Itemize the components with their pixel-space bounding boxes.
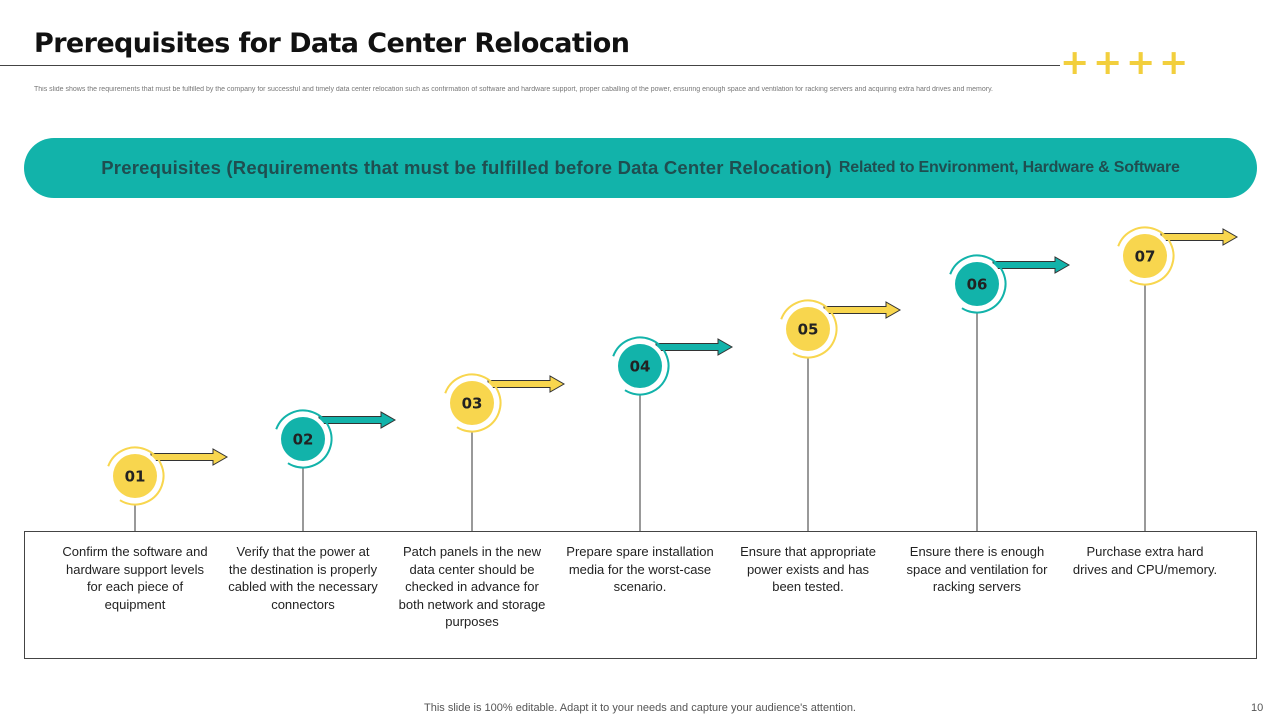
plus-icon: +: [1159, 43, 1189, 83]
prerequisites-banner: Prerequisites (Requirements that must be…: [24, 138, 1257, 198]
step-number: 04: [630, 358, 651, 376]
arrow-icon: [487, 375, 566, 393]
banner-main-text: Prerequisites (Requirements that must be…: [101, 157, 832, 178]
slide-title: Prerequisites for Data Center Relocation: [34, 28, 630, 59]
slide-description: This slide shows the requirements that m…: [34, 86, 993, 93]
step-ring: [778, 299, 838, 359]
arrow-icon: [823, 301, 902, 319]
step-circle: [450, 381, 494, 425]
step-circle: [955, 262, 999, 306]
step-description: Purchase extra hard drives and CPU/memor…: [1072, 544, 1218, 577]
step-description: Prepare spare installation media for the…: [566, 544, 714, 595]
step-circle: [786, 307, 830, 351]
step-circle: [281, 417, 325, 461]
step-ring: [1115, 226, 1175, 286]
arrow-icon: [1160, 228, 1239, 246]
step-description: Patch panels in the new data center shou…: [398, 544, 546, 630]
step-number: 05: [798, 321, 819, 339]
step-ring: [442, 373, 502, 433]
step-ring: [947, 254, 1007, 314]
arrow-icon: [318, 411, 397, 429]
step-number: 07: [1135, 248, 1156, 266]
step-number: 06: [967, 276, 988, 294]
steps-text-box: [24, 531, 1257, 659]
arrow-icon: [655, 338, 734, 356]
title-underline: [0, 65, 1060, 66]
step-ring: [610, 336, 670, 396]
step-description: Ensure there is enough space and ventila…: [906, 544, 1048, 595]
plus-decoration: + + + +: [1060, 43, 1189, 83]
step-circle: [1123, 234, 1167, 278]
arrow-icon: [150, 448, 229, 466]
step-description: Ensure that appropriate power exists and…: [740, 544, 876, 595]
step-description: Confirm the software and hardware suppor…: [62, 544, 208, 612]
plus-icon: +: [1060, 43, 1090, 83]
step-number: 01: [125, 468, 146, 486]
footer-note: This slide is 100% editable. Adapt it to…: [424, 702, 856, 714]
step-number: 02: [293, 431, 314, 449]
plus-icon: +: [1093, 43, 1123, 83]
step-ring: [105, 446, 165, 506]
step-ring: [273, 409, 333, 469]
banner-sub-text: Related to Environment, Hardware & Softw…: [838, 159, 1180, 176]
plus-icon: +: [1126, 43, 1156, 83]
page-number: 10: [1251, 702, 1264, 714]
arrow-icon: [992, 256, 1071, 274]
step-number: 03: [462, 395, 483, 413]
step-description: Verify that the power at the destination…: [228, 544, 378, 612]
step-circle: [618, 344, 662, 388]
step-circle: [113, 454, 157, 498]
